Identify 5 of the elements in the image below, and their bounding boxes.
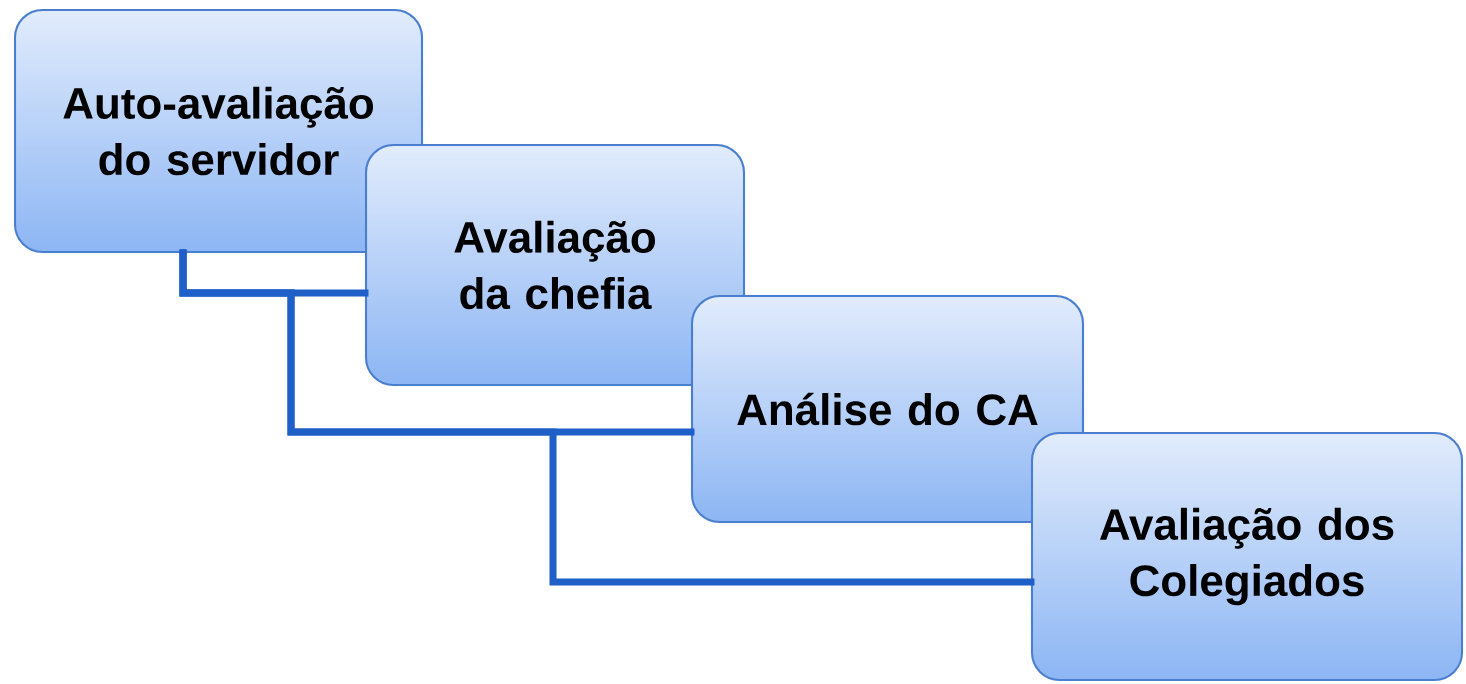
connector-line [179, 249, 1035, 586]
process-box: Auto-avaliação do servidor [13, 8, 424, 254]
process-box: Avaliação da chefia [364, 143, 746, 387]
process-box: Análise do CA [690, 294, 1085, 524]
process-box: Avaliação dos Colegiados [1030, 431, 1464, 682]
